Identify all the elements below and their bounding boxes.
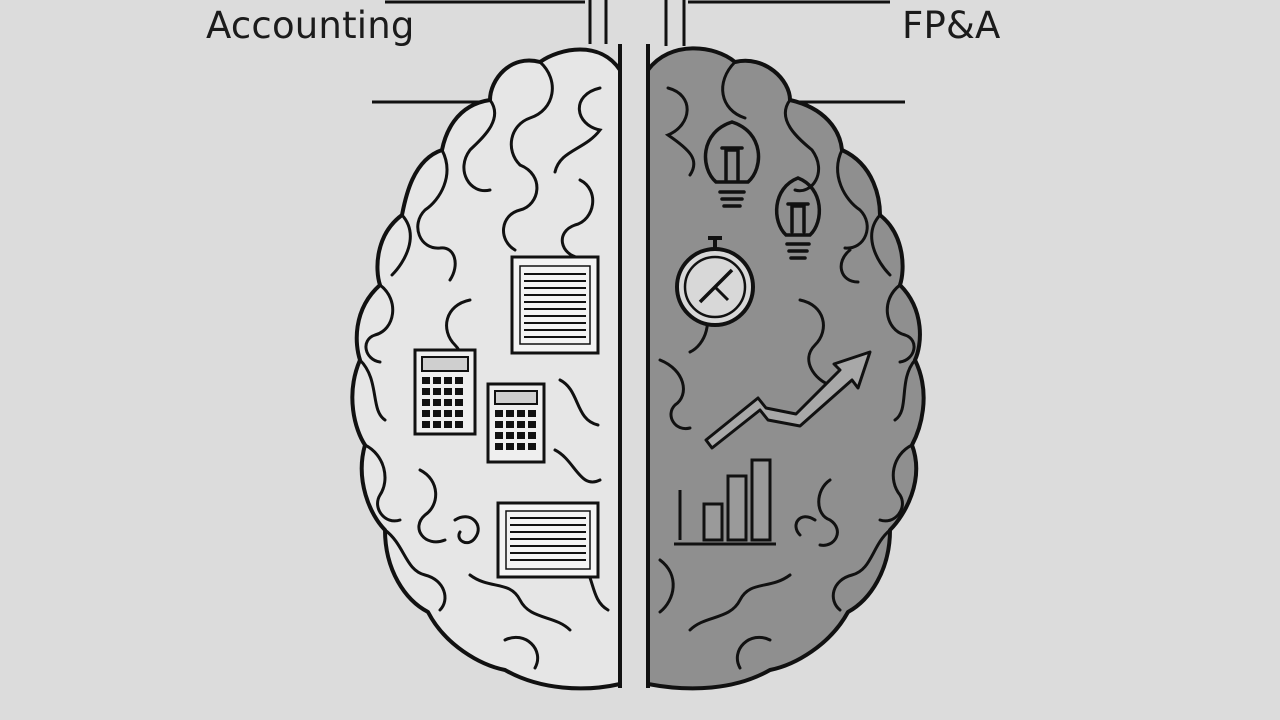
right-brain-folds — [658, 60, 917, 670]
right-hemisphere — [646, 46, 926, 691]
hemisphere-divider — [620, 40, 648, 690]
lightbulb-icon — [703, 120, 761, 208]
bar-chart-icon — [674, 458, 776, 546]
left-brain-folds — [358, 60, 610, 670]
calculator-icon — [486, 382, 546, 464]
accounting-label: Accounting — [206, 4, 415, 47]
lightbulb-icon — [774, 176, 822, 260]
fpa-label: FP&A — [902, 4, 1001, 47]
calculator-icon — [413, 348, 477, 436]
stopwatch-icon — [675, 236, 755, 327]
spreadsheet-icon — [510, 255, 600, 355]
trend-arrow-icon — [704, 350, 872, 450]
spreadsheet-icon — [496, 501, 600, 579]
connector-lines — [372, 0, 905, 104]
